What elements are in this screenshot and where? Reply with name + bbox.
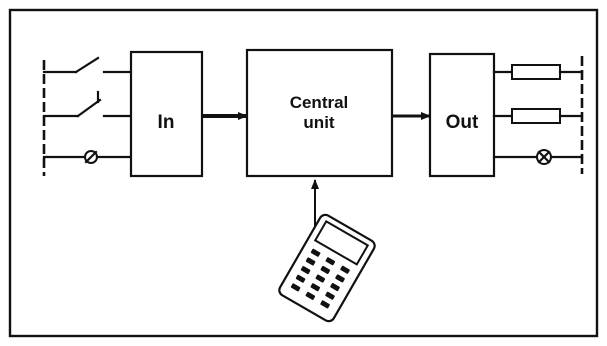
indicator-lamp-icon <box>492 149 584 165</box>
central-unit-label-line1: Central <box>290 93 349 112</box>
input-contacts <box>42 56 133 176</box>
handheld-programmer-icon <box>278 213 376 323</box>
output-loads <box>492 56 584 174</box>
resistor-load-icon <box>492 64 584 80</box>
sensor-icon <box>42 150 133 164</box>
output-block <box>428 52 496 178</box>
central-unit-block <box>245 48 394 178</box>
central-unit-label-line2: unit <box>303 113 334 132</box>
switch-normally-open-icon <box>42 56 133 74</box>
switch-normally-closed-icon <box>42 90 133 118</box>
output-block-label: Out <box>446 112 479 133</box>
diagram-frame <box>8 8 599 338</box>
input-block-label: In <box>158 112 175 133</box>
resistor-load-icon <box>492 108 584 124</box>
